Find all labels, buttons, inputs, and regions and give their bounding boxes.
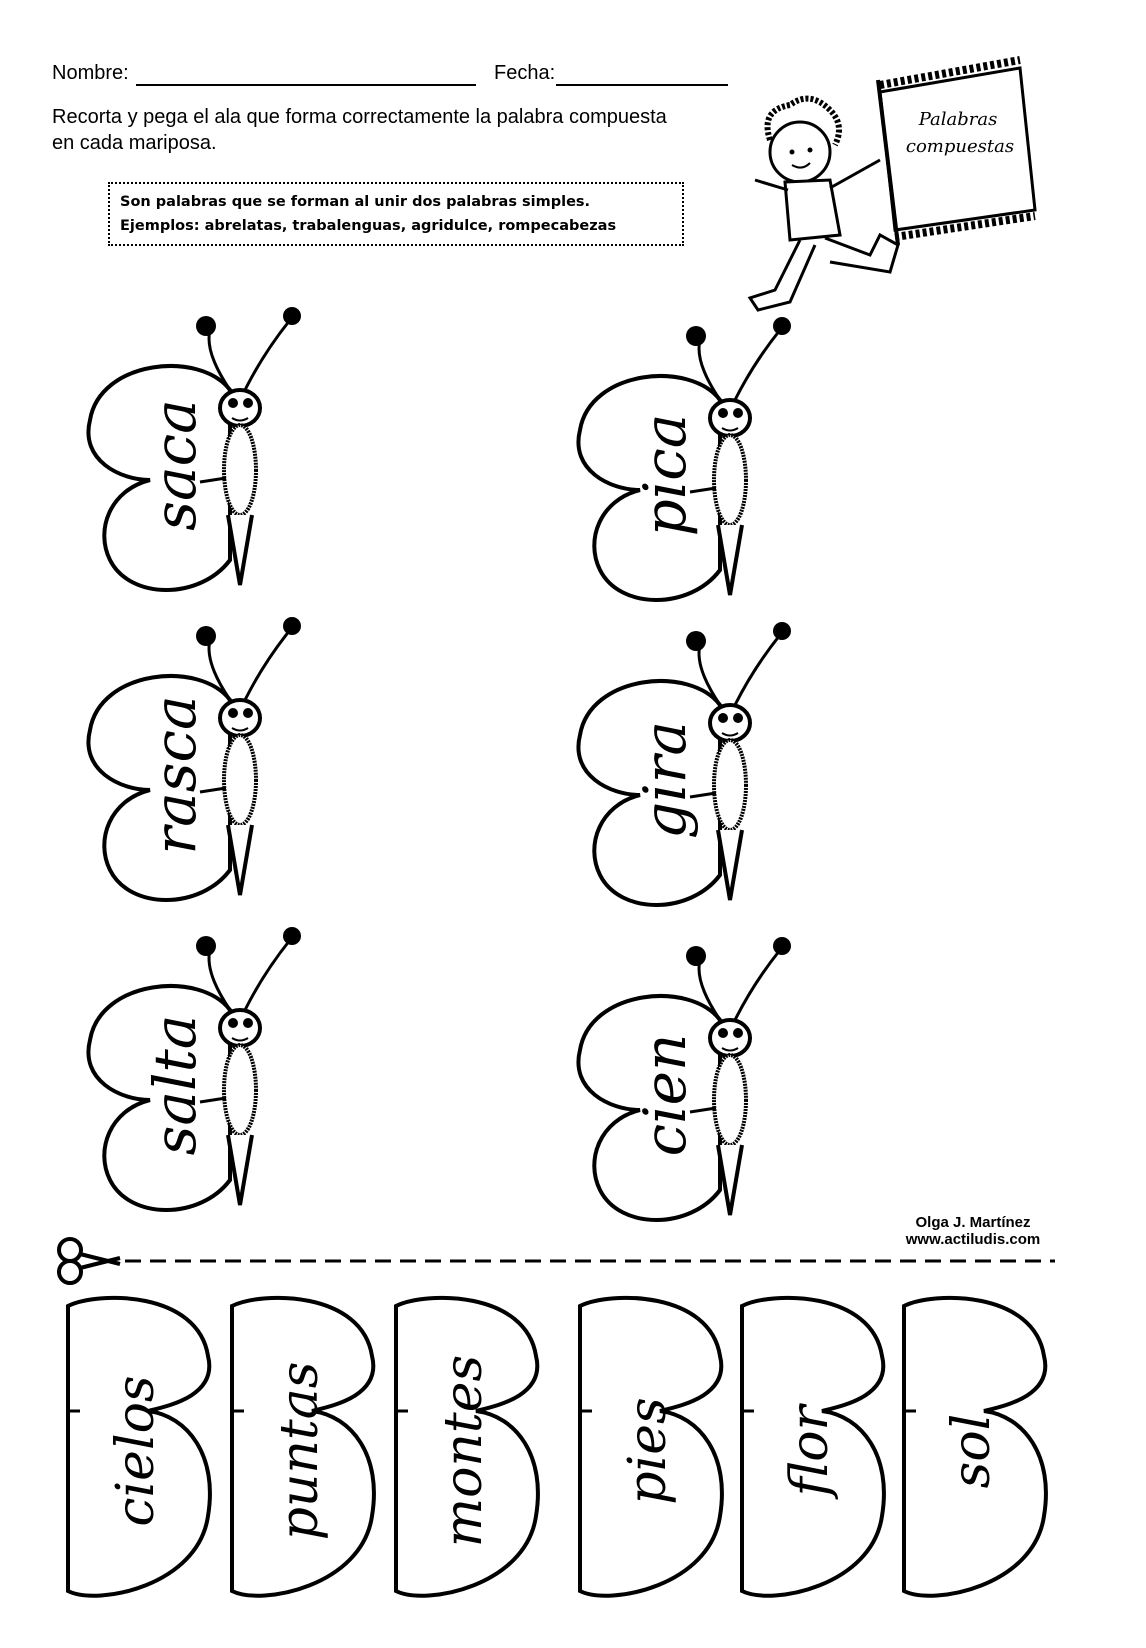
scissors-icon [57, 1237, 121, 1285]
cutout-wing-word: cielos [106, 1375, 166, 1527]
banner-text-line1: Palabras [918, 109, 998, 130]
cutout-wing-shape [740, 1295, 886, 1598]
cutout-wing-word: flor [780, 1405, 840, 1497]
cutout-wing-shape [578, 1295, 724, 1598]
cutout-wing-word: montes [434, 1354, 494, 1548]
instruction-line-1: Recorta y pega el ala que forma correcta… [52, 106, 667, 128]
cutout-wing-shape [394, 1295, 540, 1598]
definition-line-1: Son palabras que se forman al unir dos p… [120, 194, 591, 210]
definition-box: Son palabras que se forman al unir dos p… [108, 182, 684, 246]
butterfly-word: pica [631, 413, 699, 537]
instruction-line-2: en cada mariposa. [52, 132, 217, 154]
butterfly-drawing [576, 622, 791, 907]
credit-website: www.actiludis.com [905, 1231, 1041, 1248]
butterfly-word: rasca [141, 695, 209, 855]
banner-text-line2: compuestas [906, 136, 1014, 157]
butterfly-word: cien [631, 1033, 699, 1157]
butterfly-drawing [576, 937, 791, 1222]
cutout-wing-shape [66, 1295, 212, 1598]
cut-line [57, 1237, 1055, 1285]
cutout-wing-word: sol [942, 1413, 1002, 1489]
name-label: Nombre: [52, 62, 129, 84]
cutout-wing-word: puntas [270, 1361, 330, 1541]
instruction-text: Recorta y pega el ala que forma correcta… [52, 104, 772, 156]
girl-with-banner-illustration: Palabras compuestas [747, 56, 1037, 312]
butterfly-drawing [86, 307, 301, 592]
date-field[interactable] [556, 84, 728, 86]
date-label: Fecha: [494, 62, 556, 84]
name-field[interactable] [136, 84, 476, 86]
cutout-wing-word: pies [618, 1397, 678, 1505]
butterfly-drawing [576, 317, 791, 602]
butterfly-word: saca [141, 399, 209, 531]
credit-author: Olga J. Martínez [915, 1214, 1031, 1231]
butterfly-drawing [86, 617, 301, 902]
butterfly-word: gira [631, 721, 699, 839]
credit: Olga J. Martínez www.actiludis.com [880, 1214, 1066, 1248]
definition-line-2: Ejemplos: abrelatas, trabalenguas, agrid… [120, 218, 617, 234]
butterfly-drawing [86, 927, 301, 1212]
butterfly-word: salta [141, 1014, 209, 1156]
cutout-wing-shape [902, 1295, 1048, 1598]
cutout-wing-shape [230, 1295, 376, 1598]
